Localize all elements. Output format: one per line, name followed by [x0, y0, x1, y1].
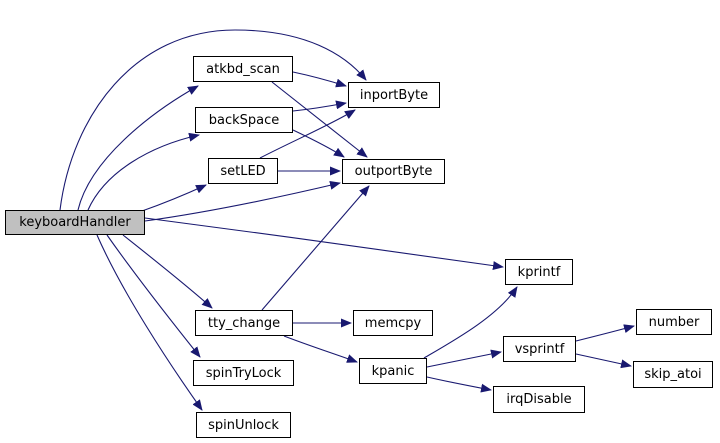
edge-atkbd_scan-inportByte: [292, 71, 347, 88]
edge-keyboardHandler-backSpace: [87, 132, 200, 211]
node-memcpy[interactable]: memcpy: [353, 310, 433, 336]
edge-setLED-inportByte: [259, 109, 356, 159]
edge-tty_change-outportByte: [261, 185, 370, 311]
edge-keyboardHandler-kprintf: [144, 217, 504, 271]
node-kpanic[interactable]: kpanic: [359, 358, 427, 384]
node-inportByte[interactable]: inportByte: [348, 82, 440, 108]
edge-keyboardHandler-spinUnlock: [96, 234, 203, 411]
node-tty_change[interactable]: tty_change: [195, 310, 293, 336]
edge-vsprintf-skip_atoi: [575, 353, 632, 369]
edge-keyboardHandler-spinTryLock: [106, 234, 201, 358]
node-skip_atoi[interactable]: skip_atoi: [633, 361, 713, 388]
edge-kpanic-irqDisable: [426, 376, 492, 393]
node-setLED[interactable]: setLED: [208, 158, 278, 184]
edge-atkbd_scan-outportByte: [271, 81, 368, 158]
edge-keyboardHandler-inportByte: [59, 29, 367, 211]
node-keyboardHandler[interactable]: keyboardHandler: [5, 210, 145, 235]
edge-vsprintf-number: [575, 324, 635, 342]
node-vsprintf[interactable]: vsprintf: [503, 336, 576, 362]
edge-keyboardHandler-outportByte: [144, 180, 341, 222]
node-kprintf[interactable]: kprintf: [505, 259, 573, 285]
node-number[interactable]: number: [636, 309, 712, 335]
edge-keyboardHandler-tty_change: [122, 234, 213, 309]
node-irqDisable[interactable]: irqDisable: [493, 386, 585, 413]
node-backSpace[interactable]: backSpace: [195, 107, 293, 133]
edge-backSpace-inportByte: [292, 100, 347, 112]
edge-keyboardHandler-setLED: [141, 184, 207, 212]
edge-kpanic-kprintf: [423, 286, 518, 359]
edge-keyboardHandler-atkbd_scan: [77, 85, 199, 211]
node-spinUnlock[interactable]: spinUnlock: [196, 412, 291, 438]
edge-kpanic-vsprintf: [426, 349, 502, 368]
node-spinTryLock[interactable]: spinTryLock: [193, 360, 294, 386]
node-outportByte[interactable]: outportByte: [342, 159, 445, 184]
edge-tty_change-kpanic: [283, 335, 358, 363]
edge-backSpace-outportByte: [292, 129, 345, 158]
node-atkbd_scan[interactable]: atkbd_scan: [193, 56, 293, 82]
